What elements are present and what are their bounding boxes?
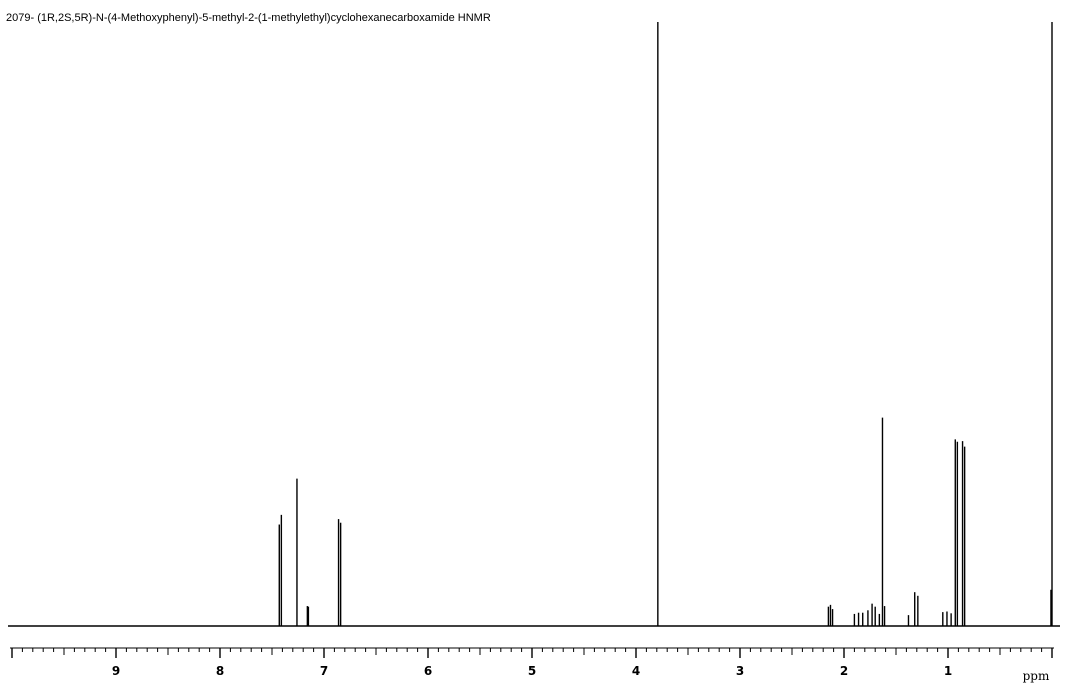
spectrum-trace (8, 22, 1060, 627)
x-tick-label: 8 (216, 664, 224, 678)
x-tick-label: 2 (840, 664, 848, 678)
x-tick-label: 5 (528, 664, 536, 678)
x-tick-label: 3 (736, 664, 744, 678)
x-axis: 9 8 7 6 5 4 3 2 1 ppm (10, 647, 1054, 683)
x-tick-label: 9 (112, 664, 120, 678)
x-tick-label: 6 (424, 664, 432, 678)
chart-title: 2079- (1R,2S,5R)-N-(4-Methoxyphenyl)-5-m… (6, 12, 491, 24)
x-tick-label: 4 (632, 664, 640, 678)
x-axis-unit-label: ppm (1023, 669, 1050, 683)
x-tick-label: 1 (944, 664, 952, 678)
x-tick-label: 7 (320, 664, 328, 678)
